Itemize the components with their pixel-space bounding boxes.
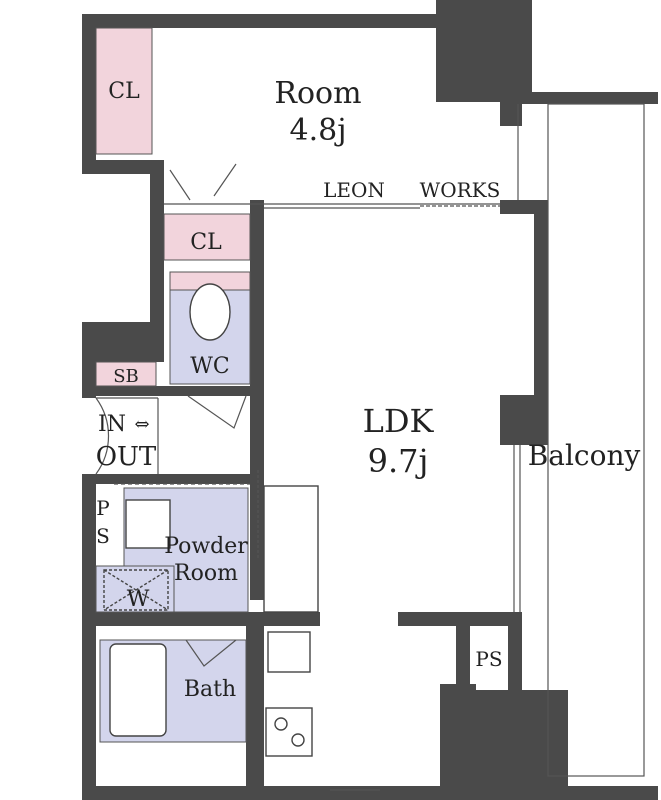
shoe-box [95,361,157,387]
wall-room-right [500,102,522,126]
sb-label: SB [113,366,139,387]
wall-bath-top [96,612,250,626]
ldk-label: LDK [363,402,435,440]
walls [82,0,658,800]
bathtub [109,643,167,737]
wall-left-upper [82,14,96,172]
wall-left-mid [82,322,164,362]
toilet-bowl [189,283,231,341]
wall-powder-top [96,474,256,484]
wall-bottom-right-b [470,690,568,786]
washer-pan [103,569,169,611]
ps-left-s: S [96,524,110,548]
bath-label: Bath [184,677,236,702]
wall-ldk-left [250,200,264,600]
bath-door [185,639,237,667]
closet-mid [163,213,251,261]
kitchen-counter [263,485,319,613]
powder-label: Powder [164,534,248,559]
room-door [169,163,237,201]
wall-bath-right [246,612,264,786]
balcony-label: Balcony [528,439,641,472]
wc-label: WC [190,354,229,379]
wall-closet-right [150,160,164,322]
wall-ps-left [456,612,470,686]
wall-top [82,14,438,28]
stove [265,707,313,757]
wall-entry-top [82,358,96,398]
wall-ldk-right-column [500,395,548,445]
leon-label: LEON [323,178,385,202]
wall-kitchen-top [250,612,320,626]
entry-arrow: ⇔ [134,414,149,435]
entry-door-swing [95,397,110,475]
wall-left-lower [82,474,96,790]
wall-left-step [82,160,164,174]
wall-entry-mid [96,386,260,396]
balcony-outline [547,103,645,777]
room-size: 4.8j [289,113,346,148]
wash-basin [125,499,171,549]
closet-top [95,27,153,155]
closet-top-label: CL [108,79,140,104]
closet-mid-label: CL [190,230,222,255]
powder-room-label: Room [174,561,238,586]
ps-left-p: P [96,496,109,520]
wall-balcony-top [510,92,658,104]
wall-ps-right [508,612,522,692]
works-label: WORKS [420,178,501,202]
out-label: OUT [96,442,157,472]
room-label: Room [274,76,361,111]
washer-label: W [127,587,150,612]
sink [267,631,311,673]
ldk-size: 9.7j [368,442,429,480]
wall-ldk-right-upper [534,200,548,410]
wall-top-right-block [436,0,532,102]
ps-right-label: PS [475,647,502,671]
wc-door [187,395,247,429]
wall-bottom [82,786,658,800]
in-label: IN [98,412,126,437]
